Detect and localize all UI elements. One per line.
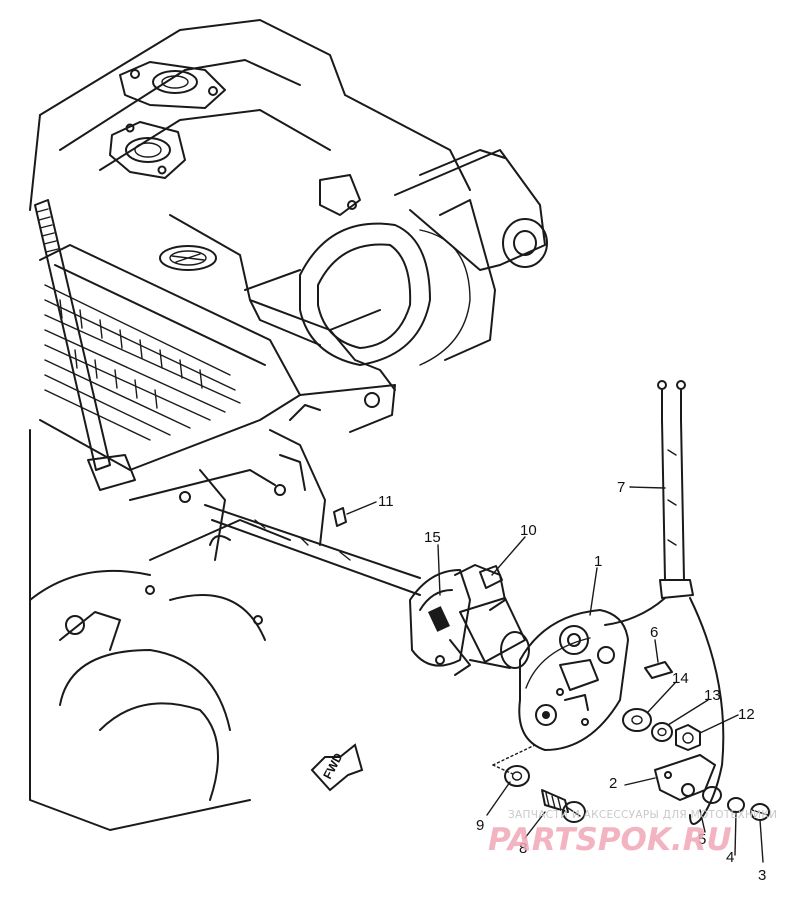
part-rotor-assembly [409, 564, 530, 676]
callout-7: 7 [617, 479, 625, 496]
part-stator-plate [518, 609, 629, 751]
engine-crankcase-drawing [29, 19, 548, 831]
part-nut-12 [675, 724, 701, 751]
watermark-tagline: ЗАПЧАСТИ И АКСЕССУАРЫ ДЛЯ МОТОТЕХНИКИ [508, 809, 777, 821]
callout-12: 12 [738, 706, 755, 723]
watermark-brand: PARTSPOK.RU [488, 822, 732, 858]
lower-case [29, 429, 291, 831]
callout-5: 5 [698, 831, 706, 848]
part-bracket [654, 754, 716, 801]
cylinder-bore [299, 199, 496, 366]
crankshaft [204, 404, 421, 596]
part-lead-wire [604, 380, 725, 825]
part-bolt-8 [541, 789, 586, 823]
part-contact-block [644, 661, 673, 679]
callout-4: 4 [726, 849, 734, 866]
leader-lines [346, 486, 764, 863]
mounting-flange-top [119, 61, 226, 109]
callout-13: 13 [704, 687, 721, 704]
inspection-plug [159, 245, 217, 271]
watermark: ЗАПЧАСТИ И АКСЕССУАРЫ ДЛЯ МОТОТЕХНИКИ PA… [488, 809, 777, 858]
part-condenser [479, 565, 503, 589]
mounting-flange-middle [109, 121, 186, 179]
callout-labels: 1 2 3 4 5 6 7 8 9 10 11 12 13 14 15 [378, 479, 766, 884]
callout-14: 14 [672, 670, 689, 687]
part-woodruff-key [333, 507, 347, 527]
callout-1: 1 [594, 553, 602, 570]
part-washer-13 [651, 722, 673, 742]
callout-3: 3 [758, 867, 766, 884]
part-washer-9 [504, 765, 530, 787]
callout-10: 10 [520, 522, 537, 539]
callout-2: 2 [609, 775, 617, 792]
callout-11: 11 [378, 493, 394, 510]
stud-rod [34, 199, 136, 491]
cooling-fins [39, 244, 301, 471]
callout-15: 15 [424, 529, 441, 546]
callout-8: 8 [519, 840, 527, 857]
part-washer-14 [622, 708, 652, 732]
shaft-housing [319, 149, 548, 271]
part-nut-5 [702, 786, 722, 804]
callout-9: 9 [476, 817, 484, 834]
fwd-direction-arrow: FWD [310, 743, 364, 792]
callout-6: 6 [650, 624, 658, 641]
